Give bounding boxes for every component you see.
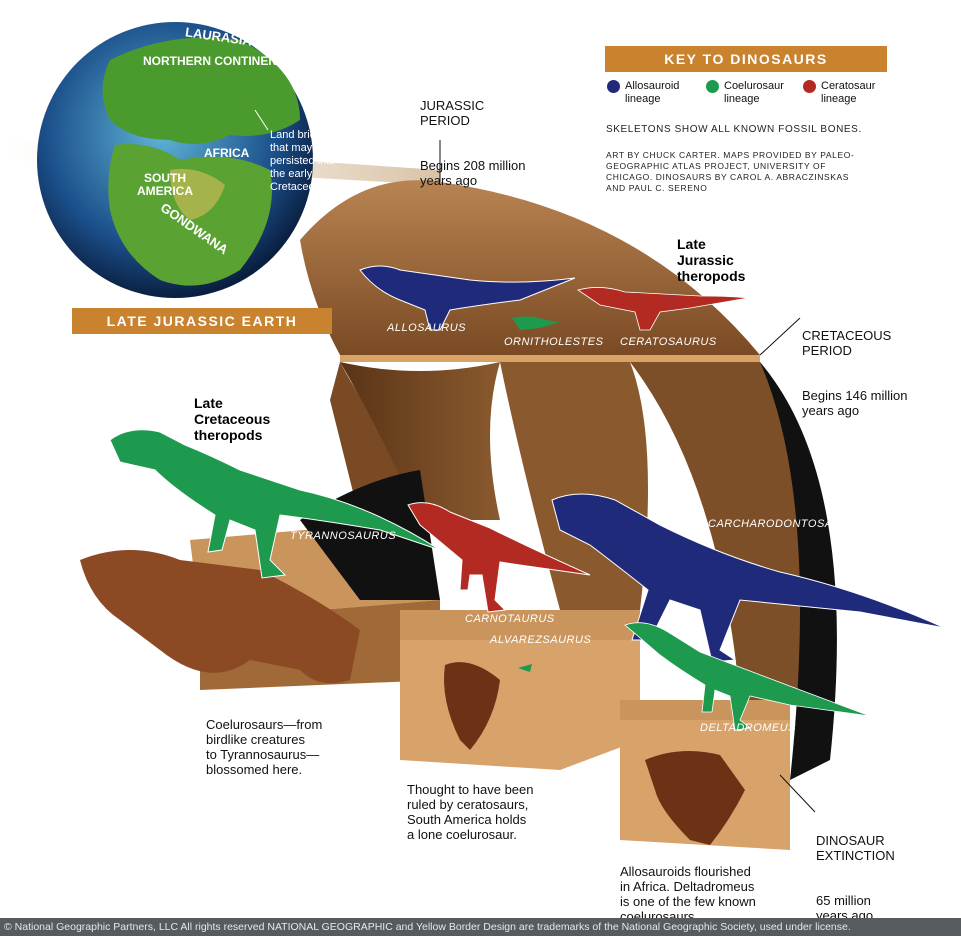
jurassic-period-label: JURASSIC PERIOD Begins 208 million years… (420, 68, 526, 203)
extinction-leader (779, 774, 816, 813)
allosauroid-dot (607, 80, 620, 93)
skeletons-note: SKELETONS SHOW ALL KNOWN FOSSIL BONES. (606, 124, 862, 135)
cretaceous-period-title: CRETACEOUS PERIOD (802, 328, 892, 358)
globe-land-bridge-label: Land bridge that may have persisted into… (270, 129, 340, 193)
key-banner: KEY TO DINOSAURS (605, 46, 887, 72)
carcharodontosaurus-label: Carcharodontosaurus (708, 518, 866, 530)
tyrannosaurus-figure (109, 429, 441, 579)
deltadromeus-figure (624, 622, 871, 731)
south-block-side (400, 640, 640, 770)
allosaurus-label: Allosaurus (387, 322, 466, 334)
allosauroid-key: Allosauroid lineage (625, 80, 680, 105)
copyright-footer: © National Geographic Partners, LLC All … (0, 918, 961, 936)
alvarezsaurus-label: Alvarezsaurus (490, 634, 592, 646)
cretaceous-period-sub: Begins 146 million years ago (802, 388, 908, 418)
extinction-title: DINOSAUR EXTINCTION (816, 833, 895, 863)
ceratosaurus-label: Ceratosaurus (620, 336, 717, 348)
globe-desert (170, 169, 225, 220)
allosaurus-figure (359, 265, 576, 331)
ceratosaurus-figure (577, 287, 749, 331)
coelurosaur-dot (706, 80, 719, 93)
late-cretaceous-heading: Late Cretaceous theropods (194, 395, 271, 443)
cretaceous-leader (759, 317, 801, 356)
credits: ART BY CHUCK CARTER. MAPS PROVIDED BY PA… (606, 150, 855, 193)
south-america-map (444, 662, 500, 750)
alvarezsaurus-figure (518, 664, 532, 672)
globe-laurasia (102, 37, 300, 144)
jurassic-period-sub: Begins 208 million years ago (420, 158, 526, 188)
ornitholestes-label: Ornitholestes (504, 336, 604, 348)
south-block-top (400, 610, 640, 640)
globe-africa-label: AFRICA (204, 146, 250, 160)
late-jurassic-heading: Late Jurassic theropods (677, 236, 746, 284)
north-america-map (80, 550, 360, 684)
late-jurassic-earth-banner: LATE JURASSIC EARTH (72, 308, 332, 334)
arc-right-band (630, 362, 824, 700)
land-bridge-leader (254, 109, 269, 131)
globe-south-america-label: SOUTH AMERICA (137, 171, 193, 198)
cretaceous-period-label: CRETACEOUS PERIOD Begins 146 million yea… (802, 298, 908, 433)
carcharodontosaurus-figure (551, 493, 946, 663)
south-america-note: Thought to have been ruled by ceratosaur… (407, 782, 534, 842)
africa-map (645, 751, 745, 845)
ornitholestes-figure (512, 316, 560, 330)
jurassic-slab-edge (340, 355, 760, 362)
africa-note: Allosauroids flourished in Africa. Delta… (620, 864, 756, 924)
carnotaurus-figure (407, 502, 591, 613)
ceratosaur-dot (803, 80, 816, 93)
tyrannosaurus-label: Tyrannosaurus (290, 530, 397, 542)
carnotaurus-label: Carnotaurus (465, 613, 555, 625)
ceratosaur-key: Ceratosaur lineage (821, 80, 876, 105)
coelurosaurs-note: Coelurosaurs—from birdlike creatures to … (206, 717, 323, 777)
globe-northern-label: NORTHERN CONTINENTS (143, 54, 293, 68)
arc-left-band (340, 362, 500, 520)
jurassic-period-title: JURASSIC PERIOD (420, 98, 485, 128)
deltadromeus-label: Deltadromeus (700, 722, 797, 734)
coelurosaur-key: Coelurosaur lineage (724, 80, 784, 105)
arc-right-shadow (760, 362, 837, 780)
